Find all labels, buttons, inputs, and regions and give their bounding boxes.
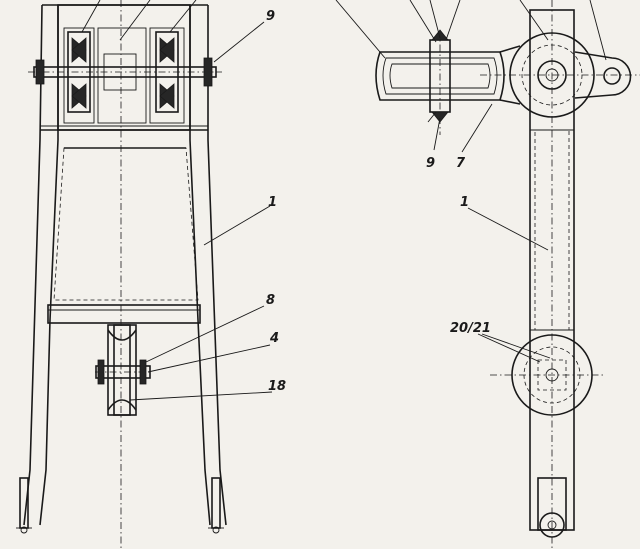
upper-shaft-assembly — [33, 31, 217, 113]
label-front-18: 18 — [268, 379, 286, 394]
side-view: 9 7 1 20/21 — [335, 0, 640, 549]
side-upper-wheel — [509, 32, 632, 118]
label-front-1: 1 — [268, 195, 277, 210]
front-leaders — [81, 0, 273, 401]
side-beam — [529, 9, 575, 531]
label-front-9: 9 — [266, 9, 275, 24]
front-view: 9 1 8 4 18 — [16, 0, 286, 549]
side-lower-wheel — [511, 334, 593, 416]
side-rope-sheaves — [375, 29, 521, 123]
side-leaders — [335, 0, 607, 363]
label-front-8: 8 — [266, 293, 275, 308]
lower-pulley — [95, 324, 151, 416]
label-side-20-21: 20/21 — [450, 321, 491, 336]
label-side-7: 7 — [456, 156, 466, 171]
label-front-4: 4 — [269, 331, 279, 346]
lower-crossbeam — [47, 304, 201, 324]
label-side-1: 1 — [460, 195, 469, 210]
label-side-9: 9 — [426, 156, 435, 171]
